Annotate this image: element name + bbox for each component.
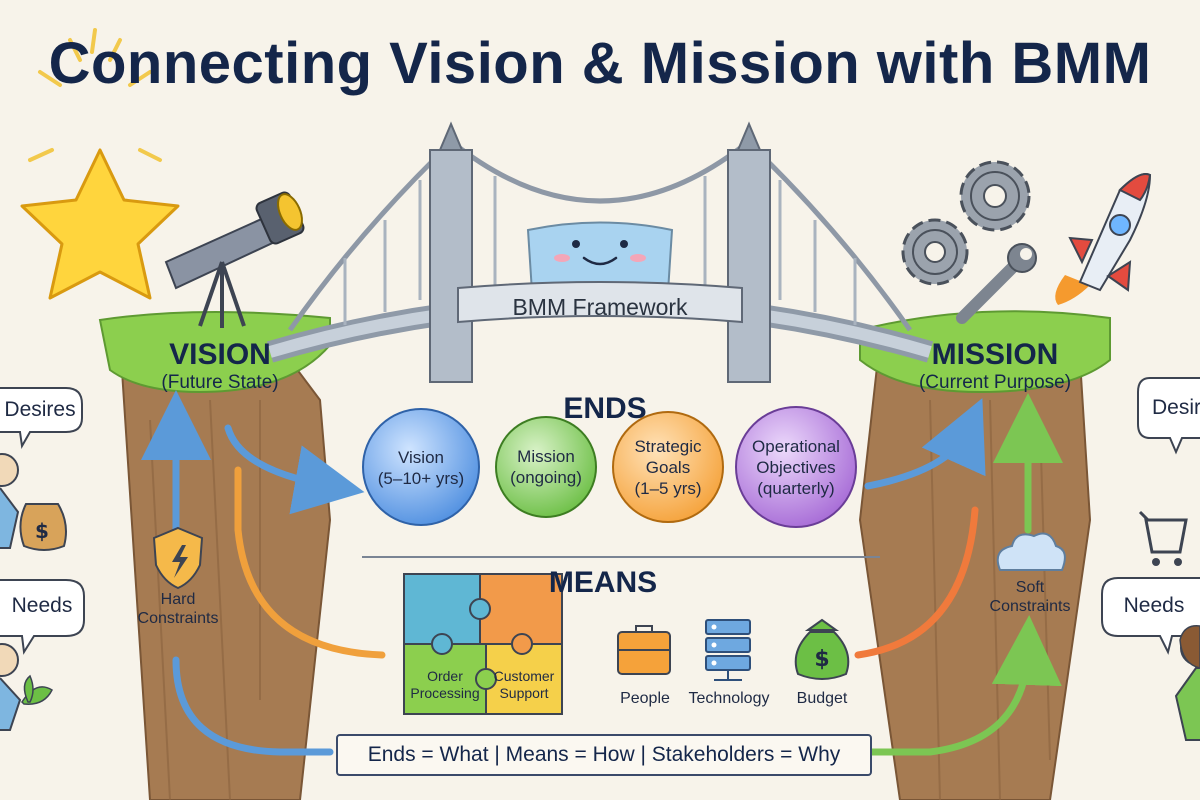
legend-box: Ends = What | Means = How | Stakeholders…	[336, 734, 872, 776]
wrench-icon	[956, 243, 1037, 324]
resource-label-budget: Budget	[796, 690, 848, 707]
right-needs-bubble: Needs	[1123, 594, 1185, 617]
bridge	[266, 121, 934, 383]
vision-subheading: (Future State)	[161, 372, 279, 393]
arrows	[141, 390, 1063, 756]
svg-text:$: $	[814, 647, 829, 672]
star-icon	[20, 28, 180, 300]
ends-label-mission: Mission(ongoing)	[510, 447, 582, 487]
right-stakeholders	[1101, 377, 1200, 741]
gears-icon	[901, 160, 1031, 286]
left-stakeholders: $	[0, 387, 85, 731]
resource-label-people: People	[620, 690, 670, 707]
puzzle-icon	[403, 573, 563, 715]
bridge-banner-label: BMM Framework	[512, 294, 688, 320]
left-needs-bubble: Needs	[11, 594, 73, 617]
vision-heading: VISION	[169, 338, 271, 371]
shield-icon	[152, 526, 204, 590]
mission-heading: MISSION	[931, 338, 1059, 371]
right-desires-bubble: Desires	[1152, 396, 1200, 419]
server-icon	[705, 619, 751, 681]
ends-label-vision: Vision(5–10+ yrs)	[377, 448, 465, 488]
telescope-icon	[164, 191, 305, 328]
svg-text:$: $	[35, 519, 49, 543]
means-heading: MEANS	[548, 566, 658, 599]
mission-subheading: (Current Purpose)	[918, 372, 1072, 393]
ends-circle-operational-objectives	[735, 406, 857, 528]
resource-label-technology: Technology	[688, 690, 770, 707]
left-desires-bubble: Desires	[4, 398, 76, 421]
cloud-icon	[996, 532, 1066, 571]
ends-circle-mission	[495, 416, 597, 518]
money-bag-icon: $	[794, 618, 850, 680]
briefcase-icon	[617, 625, 671, 675]
page-title: Connecting Vision & Mission with BMM	[48, 31, 1152, 96]
ends-circle-strategic-goals	[612, 411, 724, 523]
rocket-icon	[1055, 173, 1152, 305]
ends-heading: ENDS	[563, 392, 647, 425]
